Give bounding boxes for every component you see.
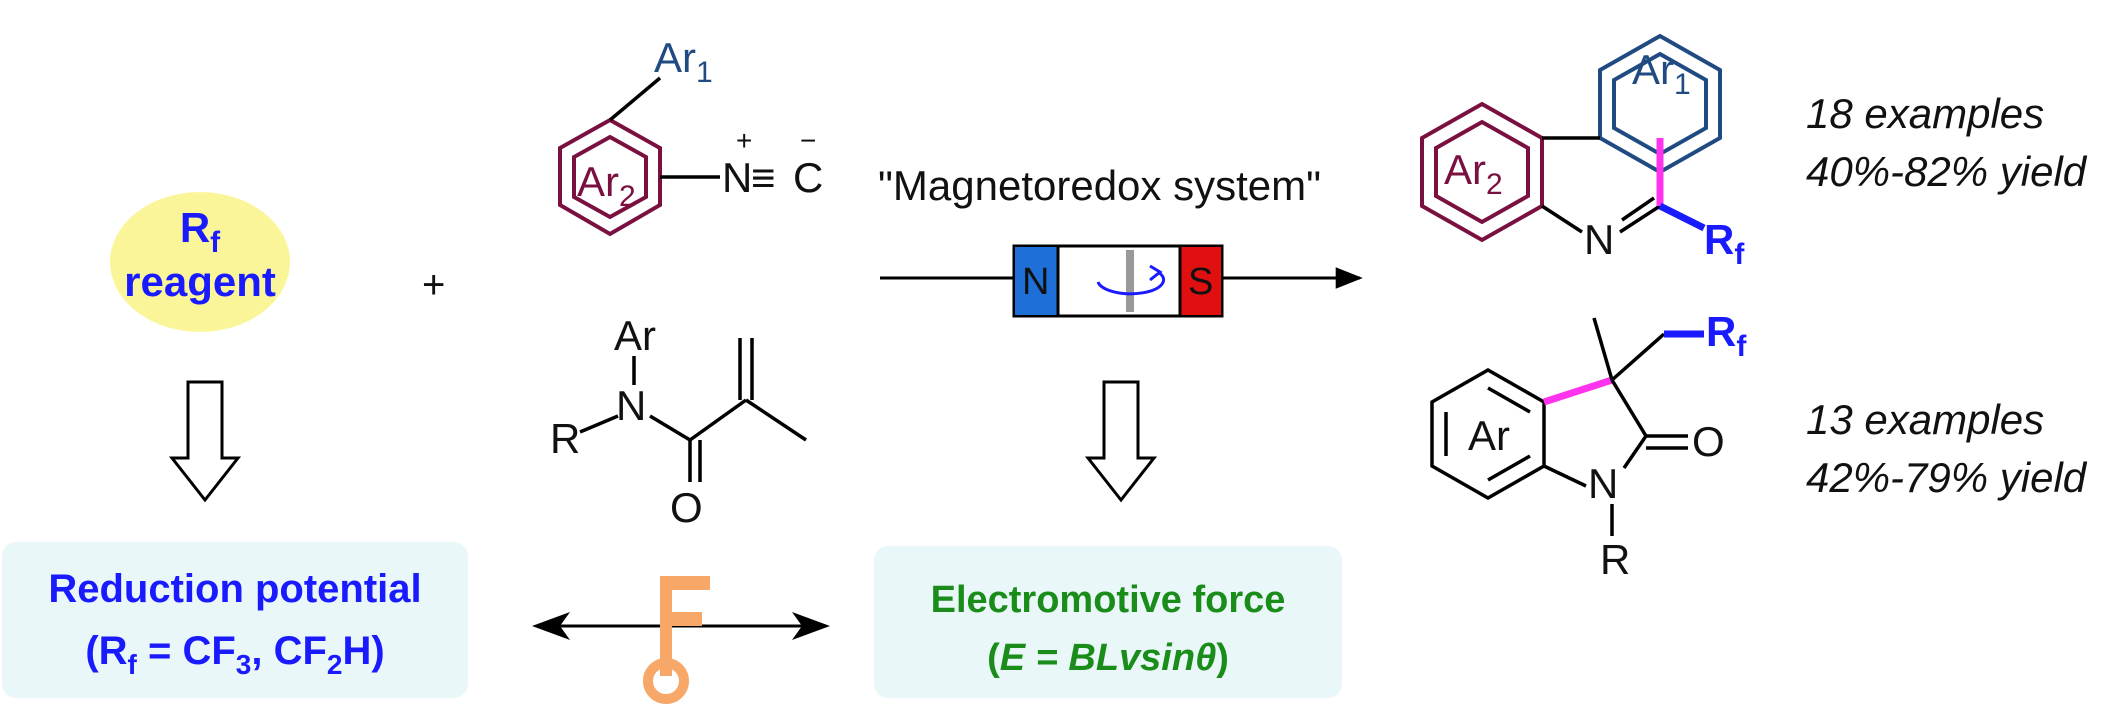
phen-rf-sub: f [1734, 238, 1745, 271]
reduction-title: Reduction potential [48, 567, 421, 611]
magnet-north-label: N [1022, 261, 1049, 303]
svg-text:Ar2: Ar2 [1444, 146, 1503, 201]
magnetoredox-system: "Magnetoredox system" N S [878, 162, 1363, 318]
acrylamide-substrate: Ar N R O [550, 312, 807, 531]
reduction-mid2: , CF [251, 629, 327, 673]
amide-ar: Ar [614, 312, 656, 359]
oxi-o: O [1692, 418, 1725, 465]
emf-title: Electromotive force [931, 579, 1286, 621]
magnet-south-label: S [1188, 261, 1213, 303]
plus-sign: + [422, 263, 445, 307]
phenanthridine-product: Ar2 Ar1 N Rf 18 examples 40%-82% yield [1420, 33, 2088, 271]
reduction-end: H) [342, 629, 384, 673]
svg-text:Rf: Rf [1706, 308, 1747, 363]
emf-e: E [1000, 637, 1027, 679]
key-icon [643, 576, 710, 704]
svg-text:Rf: Rf [180, 204, 221, 259]
iso-triple: ≡ [751, 154, 776, 201]
amide-r: R [550, 415, 580, 462]
emf-rest: = BLvsin [1025, 637, 1195, 679]
phen-examples: 18 examples [1806, 90, 2044, 137]
svg-text:Ar1: Ar1 [1632, 46, 1691, 101]
oxi-r: R [1600, 536, 1630, 583]
svg-text:Rf: Rf [1704, 216, 1745, 271]
emf-theta: θ [1195, 637, 1216, 679]
amide-n: N [616, 382, 646, 429]
phen-yield: 40%-82% yield [1806, 148, 2088, 195]
phen-ar2-sub: 2 [1486, 168, 1503, 201]
svg-text:Ar2: Ar2 [577, 158, 636, 213]
svg-text:Ar1: Ar1 [654, 34, 713, 89]
system-label: "Magnetoredox system" [878, 162, 1321, 209]
emf-pre: ( [987, 637, 1000, 679]
oxi-ar: Ar [1468, 412, 1510, 459]
svg-text:(Rf = CF3, CF2H): (Rf = CF3, CF2H) [85, 629, 384, 680]
emf-end: ) [1216, 637, 1229, 679]
ar2-label: Ar [577, 158, 619, 205]
ar2-ring [558, 117, 662, 237]
iso-c: C [793, 154, 823, 201]
phen-ar1-sub: 1 [1674, 68, 1691, 101]
down-arrow-icon [168, 380, 242, 503]
iso-minus: − [800, 125, 816, 156]
oxi-rf: R [1706, 308, 1736, 355]
ar1-sub: 1 [696, 56, 713, 89]
ar2-sub: 2 [619, 180, 636, 213]
reagent-rf: R [180, 204, 210, 251]
oxi-examples: 13 examples [1806, 396, 2044, 443]
oxindole-product: Ar O N R Rf 13 examples 42%-79% yield [1430, 308, 2088, 583]
rf-reagent: Rf reagent [110, 192, 290, 332]
reduction-mid: = CF [137, 629, 236, 673]
reagent-rf-sub: f [210, 226, 221, 259]
oxi-n: N [1588, 460, 1618, 507]
ar1-label: Ar [654, 34, 696, 81]
reduction-potential-box: Reduction potential (Rf = CF3, CF2H) [2, 542, 468, 698]
isocyanide-substrate: Ar2 Ar1 N ≡ C + − [558, 34, 823, 237]
magnet-icon: N S [1012, 244, 1224, 318]
reduction-pre: (R [85, 629, 127, 673]
reagent-label: reagent [124, 258, 276, 305]
phen-rf: R [1704, 216, 1734, 263]
iso-plus: + [736, 125, 752, 156]
phen-ar1-label: Ar [1632, 46, 1674, 93]
amide-o: O [670, 484, 703, 531]
electromotive-force-box: Electromotive force (E = BLvsinθ) [874, 546, 1342, 698]
reduction-sub-2: 2 [327, 649, 343, 680]
phen-ar2-label: Ar [1444, 146, 1486, 193]
svg-text:(E = BLvsinθ): (E = BLvsinθ) [987, 637, 1229, 679]
oxi-yield: 42%-79% yield [1806, 454, 2088, 501]
oxi-rf-sub: f [1736, 330, 1747, 363]
rotation-icon [1096, 264, 1166, 296]
iso-n: N [722, 154, 752, 201]
down-arrow-icon [1084, 380, 1158, 503]
reduction-sub-3: 3 [236, 649, 252, 680]
reduction-sub-f: f [128, 649, 138, 680]
phen-n: N [1584, 216, 1614, 263]
reagent-ellipse [110, 192, 290, 332]
